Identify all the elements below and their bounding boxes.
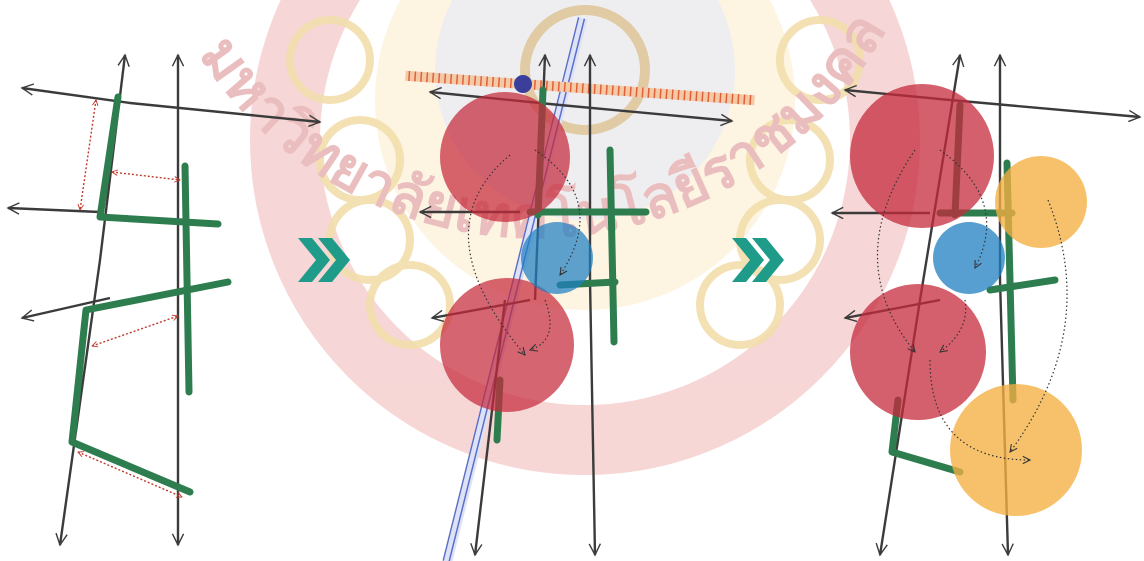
- orange-circle: [950, 384, 1082, 516]
- dimension-line: [112, 172, 180, 180]
- dimension-line: [80, 100, 96, 210]
- dimension-line: [92, 316, 178, 346]
- axis-line: [22, 88, 130, 103]
- axis-line: [8, 208, 100, 212]
- blue-circle: [521, 222, 593, 294]
- member-vertical: [185, 166, 189, 392]
- member-bent: [100, 97, 218, 224]
- red-circle: [440, 278, 574, 412]
- double-chevron-right-icon: [732, 238, 784, 282]
- orange-circle: [995, 156, 1087, 248]
- axis-line: [100, 55, 125, 260]
- member-vertical: [610, 150, 614, 342]
- red-circle: [440, 92, 570, 222]
- pivot-node: [514, 75, 532, 93]
- member-bent: [72, 282, 228, 492]
- red-circle: [850, 84, 994, 228]
- panel-stage-3: [832, 55, 1140, 555]
- dimension-line: [78, 452, 182, 497]
- blue-circle: [933, 222, 1005, 294]
